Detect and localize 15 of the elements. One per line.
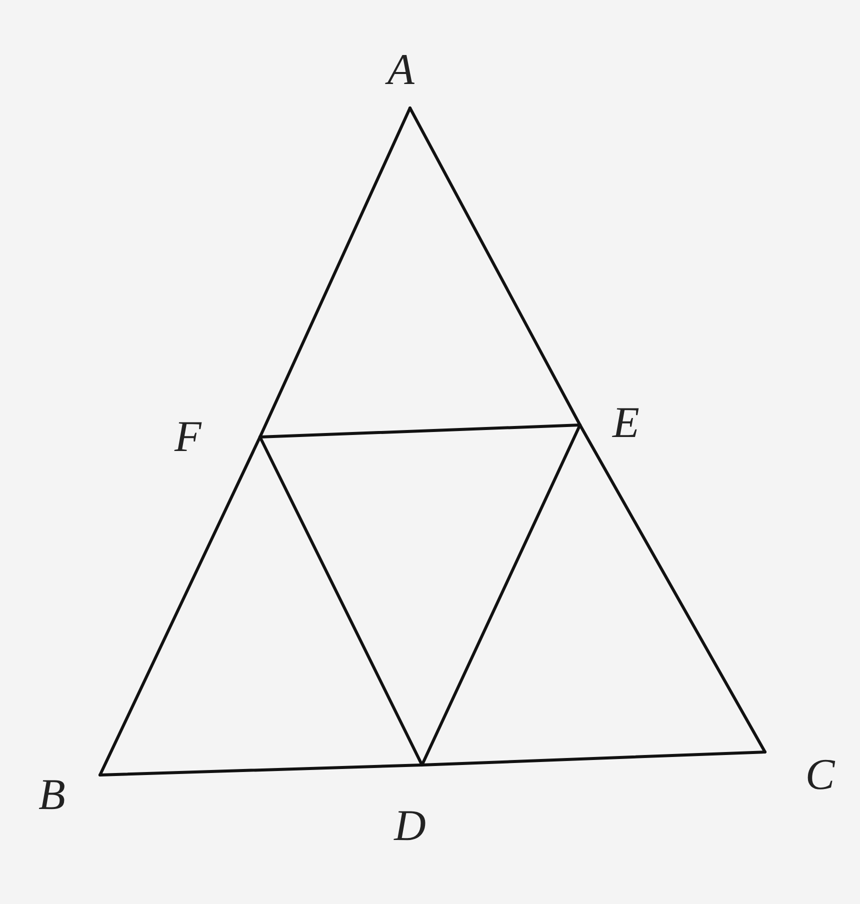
vertex-label: F (170, 415, 206, 459)
line-segment (258, 436, 424, 766)
line-segment (258, 424, 582, 438)
vertex-label: A (384, 48, 418, 92)
line-segment (258, 106, 412, 438)
vertex-label: D (390, 804, 430, 848)
line-segment (98, 764, 424, 776)
line-segment (420, 750, 766, 766)
vertex-label: B (34, 773, 70, 817)
vertex-label: E (608, 401, 644, 445)
line-segment (578, 424, 766, 754)
line-segment (420, 424, 582, 766)
vertex-label: C (801, 753, 839, 797)
line-segment (98, 436, 262, 776)
line-segment (408, 106, 582, 426)
